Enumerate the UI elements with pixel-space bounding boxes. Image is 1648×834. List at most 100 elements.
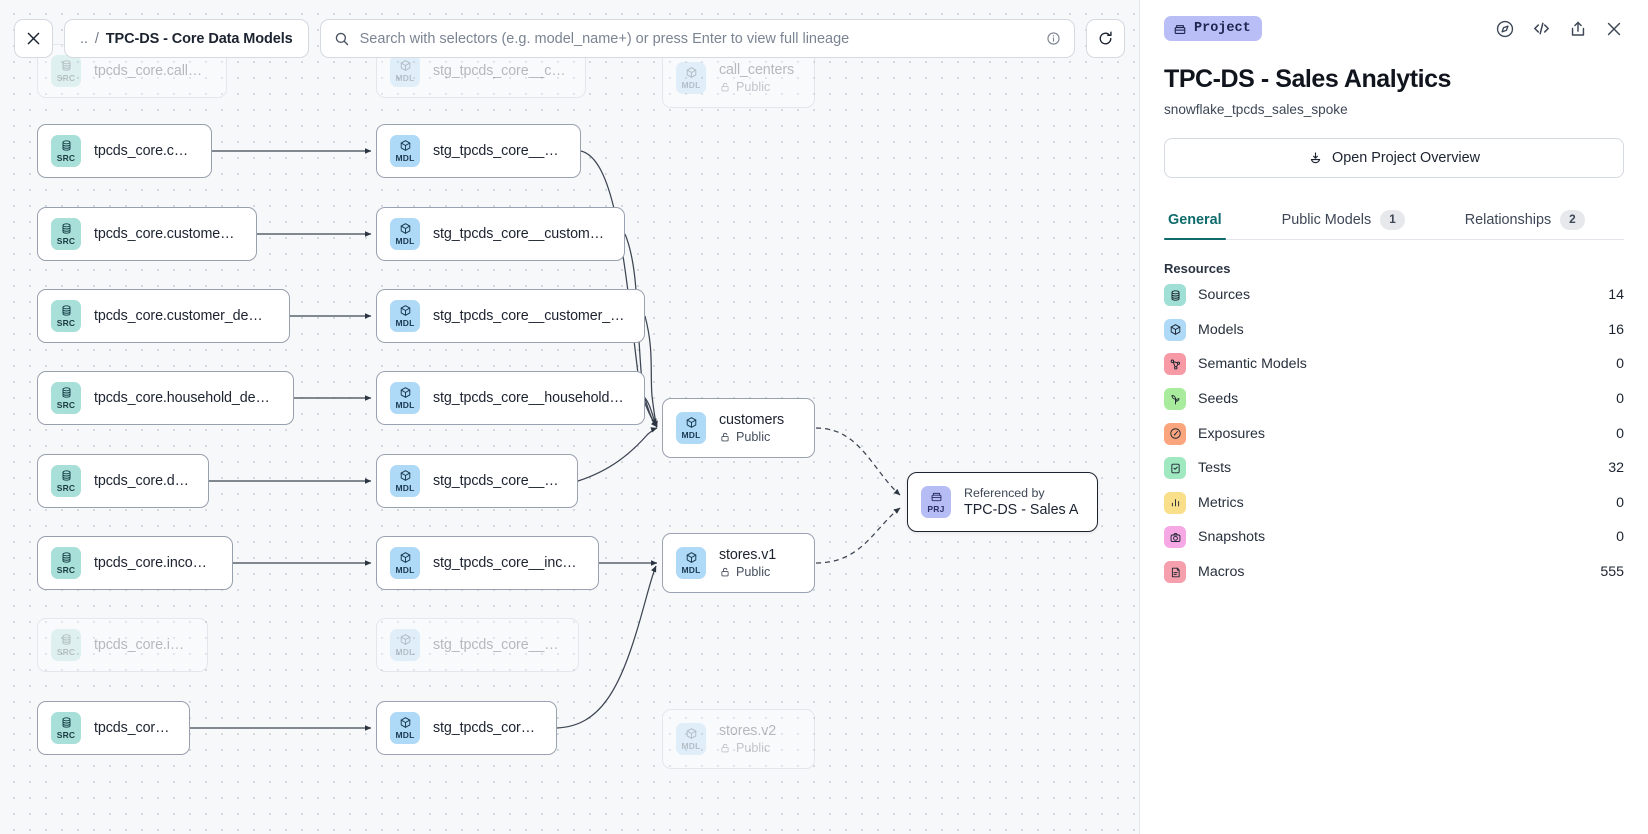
cube-icon bbox=[1164, 319, 1186, 341]
visibility-label: Public bbox=[736, 741, 770, 755]
cube-icon bbox=[685, 727, 698, 740]
resource-row-metrics[interactable]: Metrics 0 bbox=[1164, 488, 1624, 519]
node-label: stg_tpcds_core__customer_demogra... bbox=[433, 308, 626, 324]
project-icon bbox=[1173, 22, 1187, 36]
lineage-node-src-inventory[interactable]: SRC tpcds_core.inventory bbox=[37, 618, 208, 672]
cube-icon bbox=[399, 139, 412, 152]
tab-count-badge: 1 bbox=[1380, 210, 1405, 229]
lineage-node-mdl-customer[interactable]: MDL stg_tpcds_core__customer bbox=[376, 124, 581, 178]
node-label: call_centers bbox=[719, 62, 794, 78]
lock-open-icon bbox=[719, 742, 731, 754]
lineage-node-src-customer-demographics[interactable]: SRC tpcds_core.customer_demographics bbox=[37, 289, 290, 343]
resource-row-snapshots[interactable]: Snapshots 0 bbox=[1164, 522, 1624, 553]
info-icon[interactable] bbox=[1046, 31, 1061, 46]
lineage-node-mdl-date-dim[interactable]: MDL stg_tpcds_core__date_dim bbox=[376, 454, 578, 508]
lineage-node-mdl-inventory[interactable]: MDL stg_tpcds_core__inventory bbox=[376, 618, 579, 672]
checklist-icon bbox=[1164, 457, 1186, 479]
camera-icon bbox=[1164, 526, 1186, 548]
resources-list: Sources 14 Models 16 Semantic Models 0 S… bbox=[1164, 280, 1624, 587]
node-visibility: Public bbox=[719, 430, 784, 444]
resource-count: 0 bbox=[1616, 391, 1624, 407]
tab-public-models[interactable]: Public Models1 bbox=[1278, 201, 1409, 239]
lineage-node-src-date-dim[interactable]: SRC tpcds_core.date_dim bbox=[37, 454, 209, 508]
node-visibility: Public bbox=[719, 565, 776, 579]
badge-text: MDL bbox=[681, 565, 700, 575]
lineage-node-prj-referenced[interactable]: PRJ Referenced by TPC-DS - Sales Analyti… bbox=[907, 472, 1098, 532]
lineage-node-mdl-stores-v1[interactable]: MDL stores.v1 Public bbox=[662, 533, 815, 593]
page-title: TPC-DS - Sales Analytics bbox=[1164, 65, 1624, 94]
breadcrumb-separator: / bbox=[95, 31, 99, 47]
database-icon bbox=[60, 304, 73, 317]
database-icon bbox=[1164, 284, 1186, 306]
cube-icon bbox=[399, 59, 412, 72]
mdl-badge: MDL bbox=[390, 629, 420, 661]
cube-icon bbox=[399, 469, 412, 482]
resource-row-sources[interactable]: Sources 14 bbox=[1164, 280, 1624, 311]
open-project-overview-button[interactable]: Open Project Overview bbox=[1164, 138, 1624, 178]
share-icon[interactable] bbox=[1568, 19, 1588, 39]
tab-label: General bbox=[1168, 212, 1222, 228]
resource-row-macros[interactable]: Macros 555 bbox=[1164, 557, 1624, 588]
lineage-node-src-customer-address[interactable]: SRC tpcds_core.customer_address bbox=[37, 207, 257, 261]
lock-open-icon bbox=[719, 431, 731, 443]
project-icon bbox=[930, 490, 943, 503]
tab-relationships[interactable]: Relationships2 bbox=[1461, 201, 1589, 239]
mdl-badge: MDL bbox=[390, 218, 420, 250]
mdl-badge: MDL bbox=[390, 55, 420, 87]
close-icon[interactable] bbox=[1604, 19, 1624, 39]
resource-row-semantic-models[interactable]: Semantic Models 0 bbox=[1164, 349, 1624, 380]
src-badge: SRC bbox=[51, 55, 81, 87]
tab-general[interactable]: General bbox=[1164, 201, 1226, 239]
resource-label: Semantic Models bbox=[1198, 356, 1616, 372]
lineage-node-mdl-household-demographics[interactable]: MDL stg_tpcds_core__household_demogr... bbox=[376, 371, 645, 425]
mdl-badge: MDL bbox=[676, 62, 706, 94]
resource-row-seeds[interactable]: Seeds 0 bbox=[1164, 384, 1624, 415]
node-label: stores.v2 bbox=[719, 723, 776, 739]
resource-label: Snapshots bbox=[1198, 529, 1616, 545]
compass-icon[interactable] bbox=[1495, 19, 1515, 39]
badge-text: SRC bbox=[57, 236, 76, 246]
lineage-node-src-income-band[interactable]: SRC tpcds_core.income_band bbox=[37, 536, 233, 590]
lineage-node-mdl-customers[interactable]: MDL customers Public bbox=[662, 398, 815, 458]
refresh-button[interactable] bbox=[1086, 19, 1125, 58]
node-visibility: Public bbox=[719, 741, 776, 755]
node-kicker: Referenced by bbox=[964, 486, 1079, 500]
badge-text: MDL bbox=[395, 318, 414, 328]
lineage-node-mdl-stores-v2[interactable]: MDL stores.v2 Public bbox=[662, 709, 815, 769]
breadcrumb[interactable]: .. / TPC-DS - Core Data Models bbox=[64, 19, 309, 58]
lineage-node-src-store[interactable]: SRC tpcds_core.store bbox=[37, 701, 190, 755]
resource-row-tests[interactable]: Tests 32 bbox=[1164, 453, 1624, 484]
cube-icon bbox=[399, 304, 412, 317]
lineage-canvas[interactable]: SRC tpcds_core.call_center MDL stg_tpcds… bbox=[0, 0, 1139, 834]
search-bar[interactable] bbox=[320, 19, 1075, 58]
node-label: stg_tpcds_core__date_dim bbox=[433, 473, 559, 489]
resource-label: Models bbox=[1198, 322, 1608, 338]
search-input[interactable] bbox=[360, 31, 1036, 47]
badge-text: MDL bbox=[395, 483, 414, 493]
resource-count: 0 bbox=[1616, 529, 1624, 545]
lineage-node-mdl-customer-demographics[interactable]: MDL stg_tpcds_core__customer_demogra... bbox=[376, 289, 645, 343]
overview-button-label: Open Project Overview bbox=[1332, 150, 1480, 166]
database-icon bbox=[60, 59, 73, 72]
code-icon[interactable] bbox=[1531, 18, 1552, 39]
mdl-badge: MDL bbox=[390, 135, 420, 167]
lineage-node-src-customer[interactable]: SRC tpcds_core.customer bbox=[37, 124, 212, 178]
badge-text: MDL bbox=[395, 647, 414, 657]
panel-tabs: General Public Models1 Relationships2 bbox=[1164, 201, 1624, 240]
resource-row-exposures[interactable]: Exposures 0 bbox=[1164, 418, 1624, 449]
lineage-node-mdl-customer-address[interactable]: MDL stg_tpcds_core__customer_address bbox=[376, 207, 625, 261]
mdl-badge: MDL bbox=[390, 547, 420, 579]
node-label: stg_tpcds_core__inventory bbox=[433, 637, 560, 653]
lineage-node-mdl-store[interactable]: MDL stg_tpcds_core__store bbox=[376, 701, 557, 755]
lineage-node-mdl-income-band[interactable]: MDL stg_tpcds_core__income_band bbox=[376, 536, 599, 590]
resource-type-chip[interactable]: Project bbox=[1164, 16, 1262, 41]
resource-row-models[interactable]: Models 16 bbox=[1164, 315, 1624, 346]
node-label: tpcds_core.call_center bbox=[94, 63, 208, 79]
database-icon bbox=[60, 633, 73, 646]
node-label: tpcds_core.household_demographics bbox=[94, 390, 275, 406]
close-lineage-button[interactable] bbox=[14, 19, 53, 58]
cube-icon bbox=[685, 551, 698, 564]
details-panel: Project bbox=[1139, 0, 1648, 834]
lineage-node-src-household-demographics[interactable]: SRC tpcds_core.household_demographics bbox=[37, 371, 294, 425]
database-icon bbox=[60, 551, 73, 564]
